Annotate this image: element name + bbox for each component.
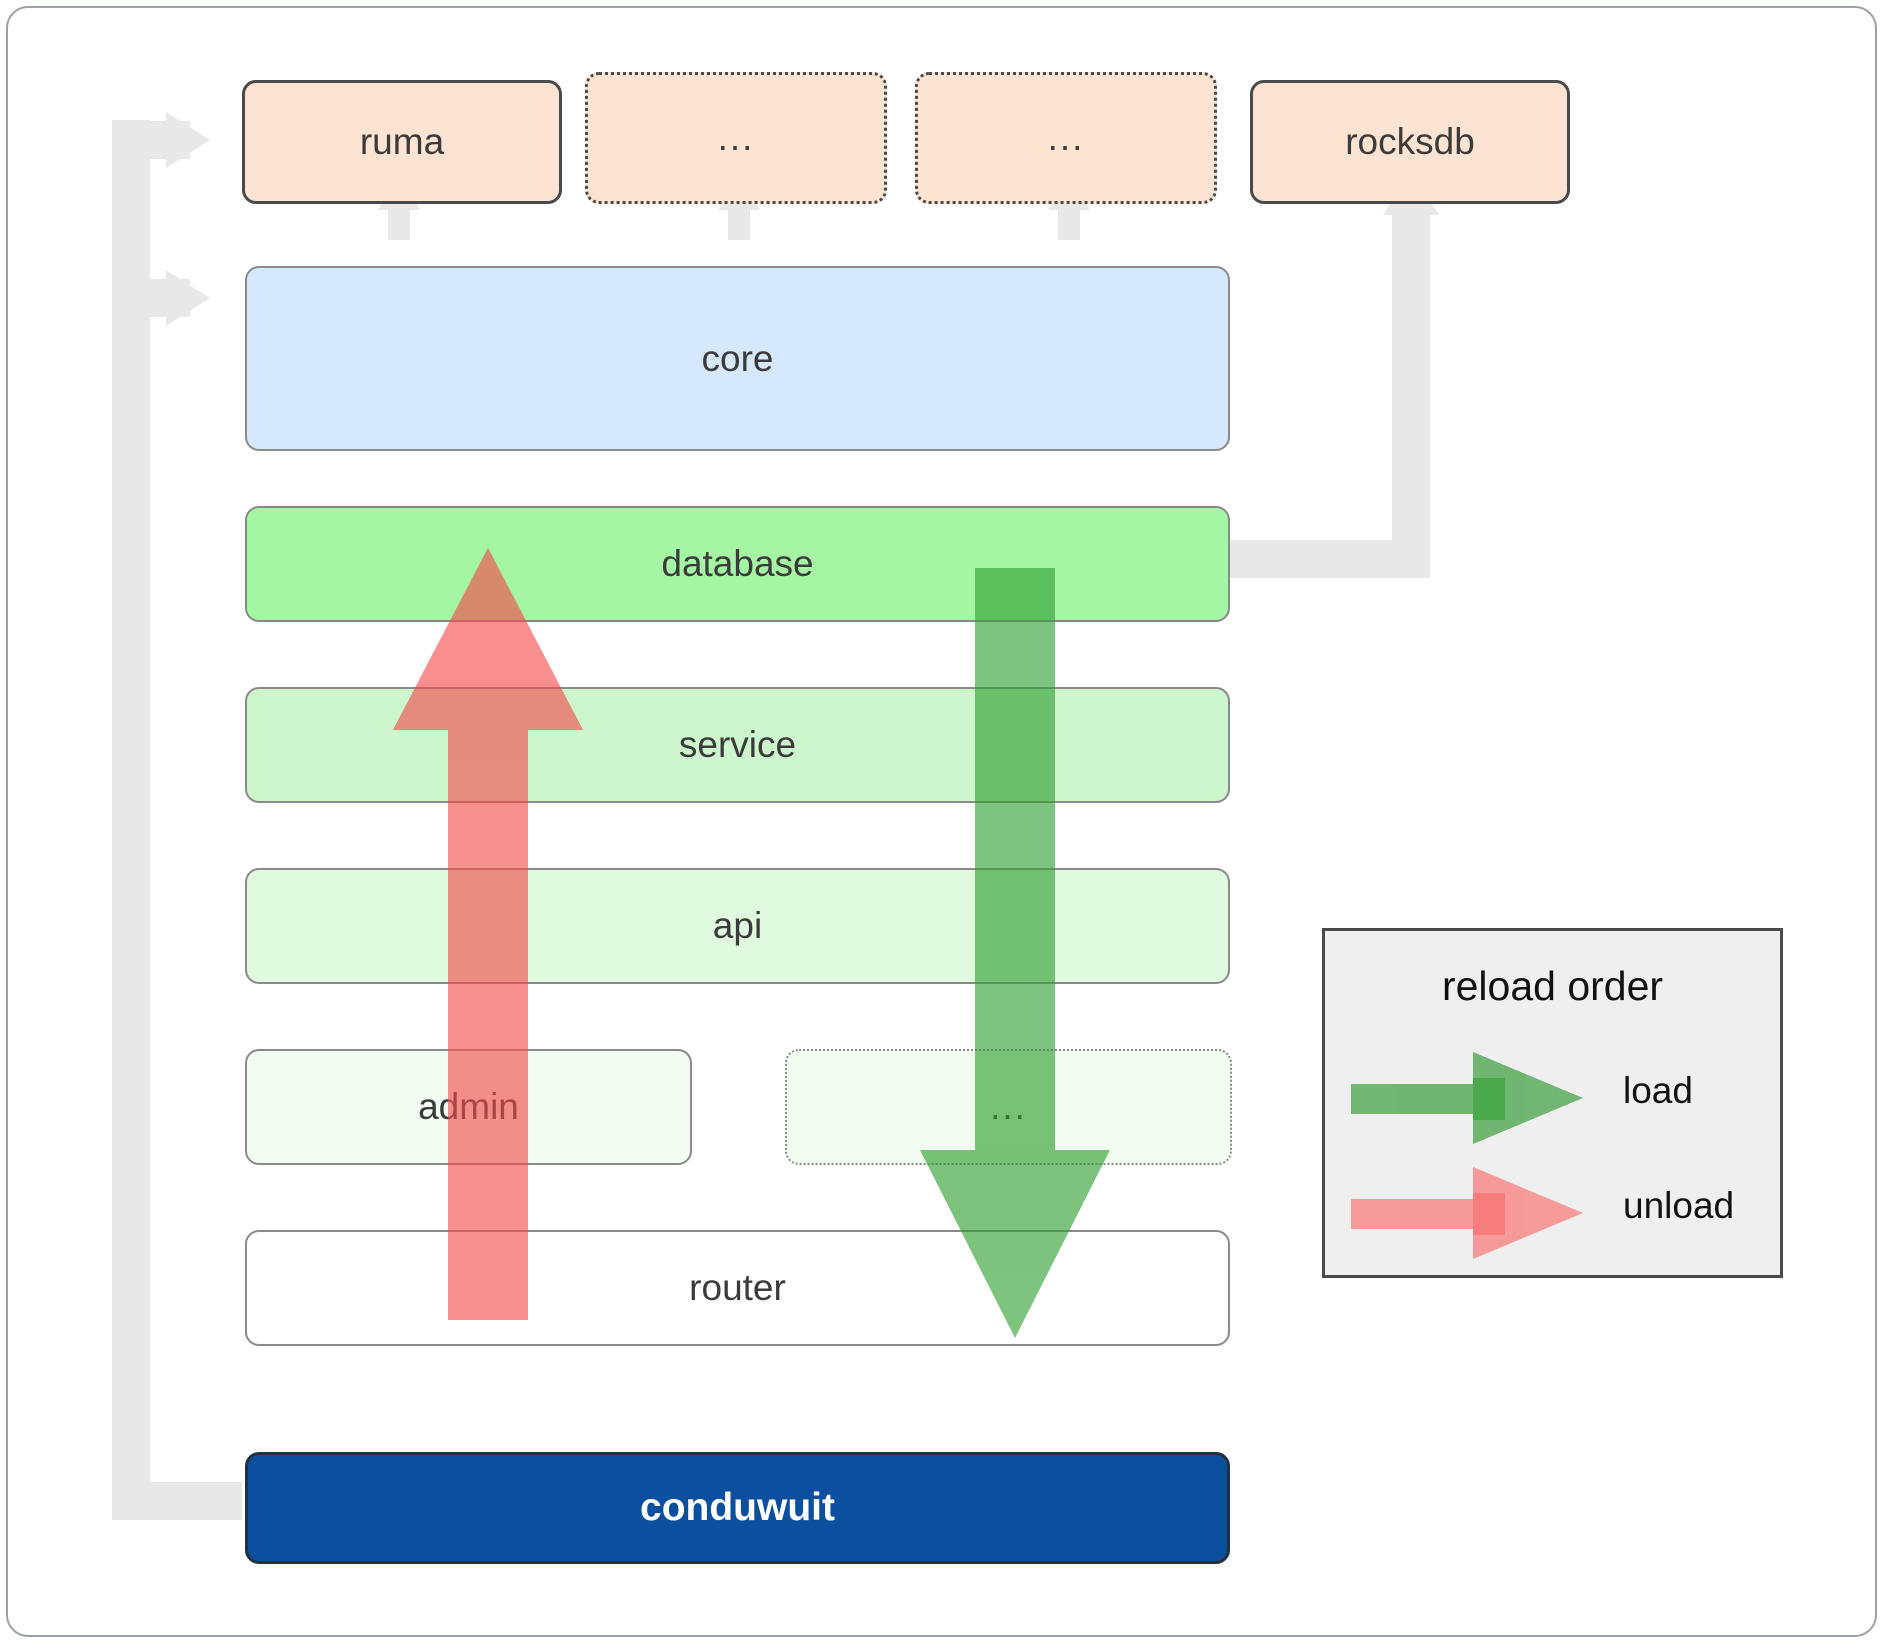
node-label: ... xyxy=(1047,117,1085,158)
database-to-rocksdb-connector xyxy=(1220,170,1439,578)
node-admin[interactable]: admin xyxy=(245,1049,692,1165)
node-core[interactable]: core xyxy=(245,266,1230,451)
left-connector-rail xyxy=(112,112,242,1520)
legend-reload-order: reload order load unload xyxy=(1322,928,1783,1278)
legend-row-load: load xyxy=(1325,1052,1780,1146)
node-api[interactable]: api xyxy=(245,868,1230,984)
legend-row-unload: unload xyxy=(1325,1167,1780,1261)
unload-arrow-swatch xyxy=(1351,1167,1583,1259)
node-label: api xyxy=(712,905,763,946)
load-arrow-swatch xyxy=(1351,1052,1583,1144)
node-dep-placeholder-2[interactable]: ... xyxy=(915,72,1217,204)
legend-title: reload order xyxy=(1441,963,1664,1009)
node-label: core xyxy=(701,337,774,379)
node-label: router xyxy=(689,1267,786,1308)
node-ruma[interactable]: ruma xyxy=(242,80,562,204)
node-service[interactable]: service xyxy=(245,687,1230,803)
node-label: admin xyxy=(418,1086,519,1127)
node-conduwuit[interactable]: conduwuit xyxy=(245,1452,1230,1564)
node-label: conduwuit xyxy=(640,1486,835,1529)
node-label: ... xyxy=(717,117,755,158)
node-label: service xyxy=(678,724,797,765)
node-label: ... xyxy=(990,1086,1027,1127)
node-rocksdb[interactable]: rocksdb xyxy=(1250,80,1570,204)
node-label: ruma xyxy=(359,121,445,162)
node-dep-placeholder-1[interactable]: ... xyxy=(585,72,887,204)
node-database[interactable]: database xyxy=(245,506,1230,622)
node-router[interactable]: router xyxy=(245,1230,1230,1346)
node-label: database xyxy=(661,543,814,584)
legend-label-load: load xyxy=(1623,1070,1693,1111)
node-stack-placeholder[interactable]: ... xyxy=(785,1049,1232,1165)
legend-label-unload: unload xyxy=(1623,1185,1735,1226)
node-label: rocksdb xyxy=(1345,121,1475,162)
